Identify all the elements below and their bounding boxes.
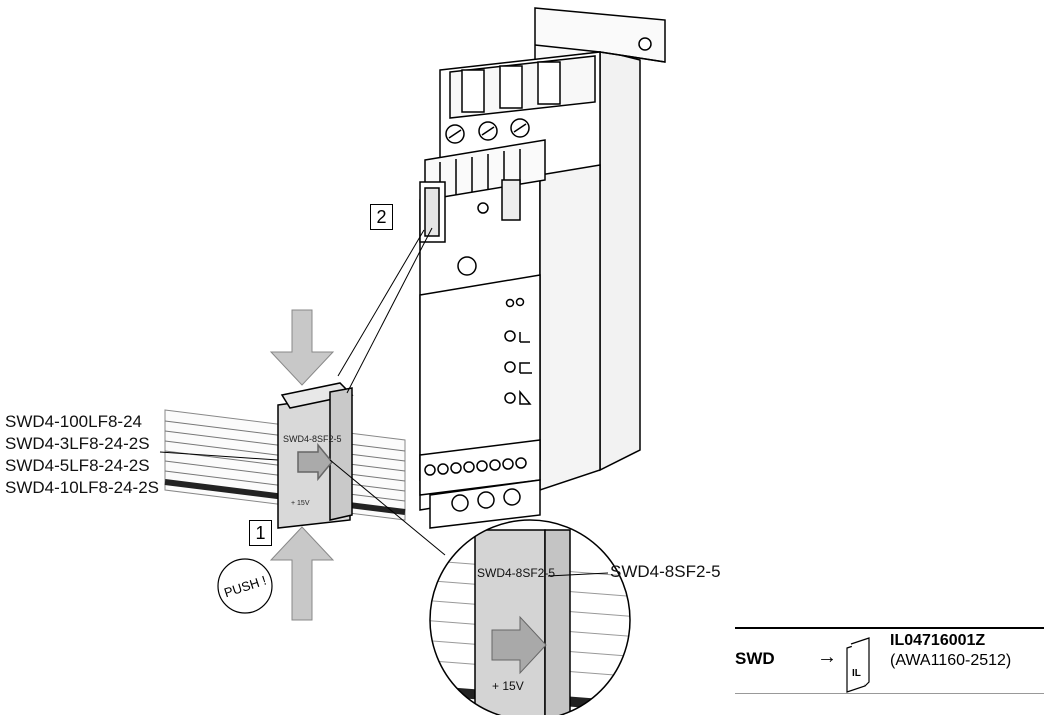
zoom-detail: SWD4-8SF2-5 + 15V — [430, 520, 630, 715]
reference-box: SWD → IL04716001Z (AWA1160-2512) — [735, 627, 1044, 694]
cable-label-2: SWD4-3LF8-24-2S — [5, 434, 150, 453]
reference-abbr: SWD — [735, 649, 775, 668]
push-bubble: PUSH ! — [217, 558, 273, 614]
cable-leader-line — [159, 451, 279, 461]
connector-leader-line — [547, 572, 609, 577]
arrow-down-icon — [269, 309, 335, 386]
zoom-circle — [429, 519, 631, 715]
svg-text:+ 15V: + 15V — [291, 500, 310, 507]
step-marker-2: 2 — [370, 204, 393, 230]
connector-print-small: SWD4-8SF2-5 — [283, 434, 342, 444]
insertion-line — [346, 227, 433, 394]
book-icon: IL — [846, 637, 870, 693]
plug-connector: SWD4-8SF2-5 + 15V — [277, 382, 354, 529]
step-marker-1: 1 — [249, 520, 272, 546]
svg-text:IL: IL — [852, 668, 861, 679]
cable-label-1: SWD4-100LF8-24 — [5, 412, 143, 431]
push-arrows — [269, 309, 335, 621]
cable-label-4: SWD4-10LF8-24-2S — [5, 478, 160, 497]
motor-starter-device — [419, 7, 666, 529]
connector-label: SWD4-8SF2-5 — [610, 562, 721, 581]
cable-label-3: SWD4-5LF8-24-2S — [5, 456, 150, 475]
reference-doc: (AWA1160-2512) — [890, 652, 1012, 669]
connector-voltage: + 15V — [492, 679, 524, 693]
arrow-up-icon — [269, 526, 335, 621]
arrow-right-icon: → — [817, 646, 837, 668]
reference-code: IL04716001Z — [890, 632, 986, 649]
potentiometer-icons — [504, 330, 532, 405]
connector-print: SWD4-8SF2-5 — [477, 566, 555, 580]
